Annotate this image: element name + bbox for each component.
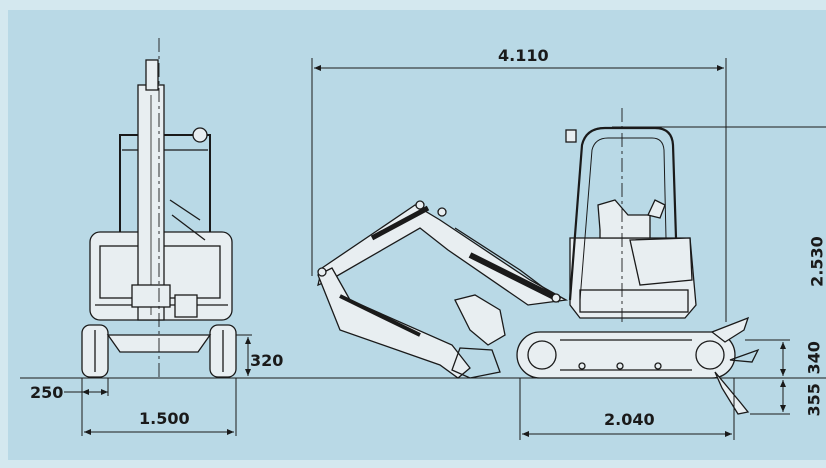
side-blade-lift-label: 340 (804, 341, 824, 375)
side-overall-length-label: 4.110 (498, 46, 549, 65)
side-blade-drop-label: 355 (804, 383, 824, 417)
front-track-width-label: 250 (30, 383, 64, 402)
front-ground-clearance-label: 320 (250, 351, 284, 370)
side-track-length-label: 2.040 (604, 410, 655, 429)
side-height-label: 2.530 (807, 236, 826, 287)
side-dimension-lines (311, 58, 826, 440)
side-view-excavator (317, 126, 760, 415)
front-width-label: 1.500 (139, 409, 190, 428)
front-view-excavator (81, 59, 237, 378)
front-dimension-lines (64, 334, 252, 436)
